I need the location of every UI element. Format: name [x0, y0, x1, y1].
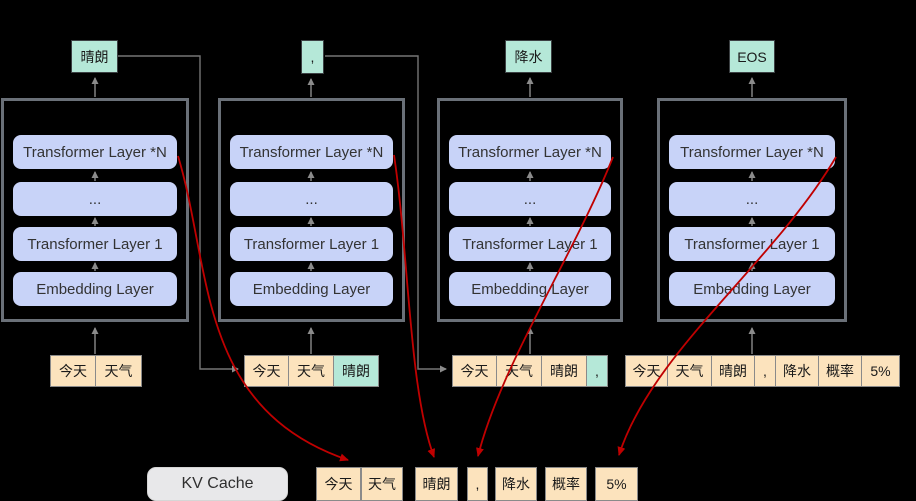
input-token-row-step1: 今天 天气 — [50, 355, 142, 387]
kv-token: 今天 — [316, 467, 361, 501]
hidden-layers-ellipsis-box: ... — [230, 182, 393, 216]
token-label: 降水 — [502, 476, 530, 492]
token-label: 5% — [606, 476, 627, 492]
token-label: , — [595, 363, 599, 379]
token-label: 今天 — [460, 363, 489, 379]
kv-cache-label: KV Cache — [181, 475, 254, 492]
input-token: 晴朗 — [542, 355, 587, 387]
input-token-new: , — [587, 355, 608, 387]
layer-label: Transformer Layer *N — [23, 143, 167, 161]
input-token: 5% — [862, 355, 900, 387]
embedding-layer-box: Embedding Layer — [230, 272, 393, 306]
output-token-label: EOS — [737, 48, 767, 65]
transformer-layer-1-box: Transformer Layer 1 — [669, 227, 835, 261]
token-label: 天气 — [297, 363, 325, 379]
transformer-layer-1-box: Transformer Layer 1 — [449, 227, 611, 261]
token-label: 概率 — [552, 476, 580, 492]
token-label: 今天 — [252, 363, 281, 379]
input-token: 今天 — [244, 355, 289, 387]
kv-token: 概率 — [545, 467, 587, 501]
embedding-layer-box: Embedding Layer — [13, 272, 177, 306]
transformer-layer-1-box: Transformer Layer 1 — [13, 227, 177, 261]
input-token: 今天 — [50, 355, 96, 387]
output-token-step4-eos: EOS — [729, 40, 775, 73]
embedding-layer-box: Embedding Layer — [669, 272, 835, 306]
layer-label: ... — [305, 190, 318, 208]
input-token: , — [755, 355, 776, 387]
kv-token-pair: 今天 天气 — [316, 467, 403, 501]
input-token: 天气 — [668, 355, 712, 387]
output-token-label: , — [310, 49, 315, 65]
layer-label: ... — [745, 190, 759, 208]
output-token-label: 晴朗 — [80, 48, 109, 65]
output-token-step2: , — [301, 40, 324, 74]
transformer-layer-n-box: Transformer Layer *N — [669, 135, 835, 169]
token-label: 今天 — [324, 476, 353, 492]
output-token-label: 降水 — [514, 48, 543, 65]
layer-label: ... — [523, 190, 537, 208]
token-label: 5% — [870, 363, 891, 379]
input-token: 天气 — [96, 355, 142, 387]
gray-flow-arrows — [91, 77, 756, 354]
layer-label: Transformer Layer 1 — [243, 235, 380, 253]
layer-label: ... — [88, 190, 102, 208]
hidden-layers-ellipsis-box: ... — [13, 182, 177, 216]
layer-label: Transformer Layer 1 — [684, 235, 820, 253]
layer-label: Transformer Layer 1 — [27, 235, 163, 253]
token-label: 天气 — [104, 363, 133, 379]
input-token-row-step2: 今天 天气 晴朗 — [244, 355, 379, 387]
token-label: 概率 — [826, 363, 854, 379]
token-label: 晴朗 — [719, 363, 747, 379]
input-token-row-step4: 今天 天气 晴朗 , 降水 概率 5% — [625, 355, 900, 387]
input-token-row-step3: 今天 天气 晴朗 , — [452, 355, 608, 387]
kv-token: , — [467, 467, 488, 501]
token-label: 天气 — [505, 363, 533, 379]
token-label: 今天 — [632, 363, 661, 379]
layer-label: Embedding Layer — [471, 280, 589, 298]
token-label: 晴朗 — [422, 476, 451, 492]
embedding-layer-box: Embedding Layer — [449, 272, 611, 306]
token-label: 天气 — [675, 363, 704, 379]
token-label: 晴朗 — [342, 363, 370, 379]
layer-label: Transformer Layer *N — [680, 143, 824, 161]
hidden-layers-ellipsis-box: ... — [449, 182, 611, 216]
kv-token: 晴朗 — [415, 467, 458, 501]
input-token: 今天 — [452, 355, 497, 387]
transformer-layer-n-box: Transformer Layer *N — [230, 135, 393, 169]
transformer-layer-n-box: Transformer Layer *N — [13, 135, 177, 169]
kv-cache-box: KV Cache — [147, 467, 288, 501]
layer-label: Transformer Layer *N — [239, 143, 384, 161]
layer-label: Transformer Layer 1 — [462, 235, 598, 253]
kv-token: 5% — [595, 467, 638, 501]
token-label: , — [763, 363, 767, 379]
kv-token: 天气 — [361, 467, 403, 501]
layer-label: Embedding Layer — [36, 280, 154, 298]
input-token-new: 晴朗 — [334, 355, 379, 387]
layer-label: Embedding Layer — [252, 280, 371, 298]
hidden-layers-ellipsis-box: ... — [669, 182, 835, 216]
kv-token: 降水 — [495, 467, 537, 501]
output-token-step1: 晴朗 — [71, 40, 118, 73]
token-label: , — [475, 476, 480, 492]
transformer-layer-1-box: Transformer Layer 1 — [230, 227, 393, 261]
transformer-layer-n-box: Transformer Layer *N — [449, 135, 611, 169]
output-token-step3: 降水 — [505, 40, 552, 73]
input-token: 天气 — [289, 355, 334, 387]
token-label: 晴朗 — [550, 363, 578, 379]
input-token: 概率 — [819, 355, 862, 387]
token-label: 天气 — [368, 476, 396, 492]
input-token: 天气 — [497, 355, 542, 387]
token-label: 今天 — [59, 363, 87, 379]
token-label: 降水 — [783, 363, 811, 379]
layer-label: Transformer Layer *N — [458, 143, 602, 161]
layer-label: Embedding Layer — [693, 280, 811, 298]
input-token: 降水 — [776, 355, 819, 387]
input-token: 今天 — [625, 355, 668, 387]
input-token: 晴朗 — [712, 355, 755, 387]
